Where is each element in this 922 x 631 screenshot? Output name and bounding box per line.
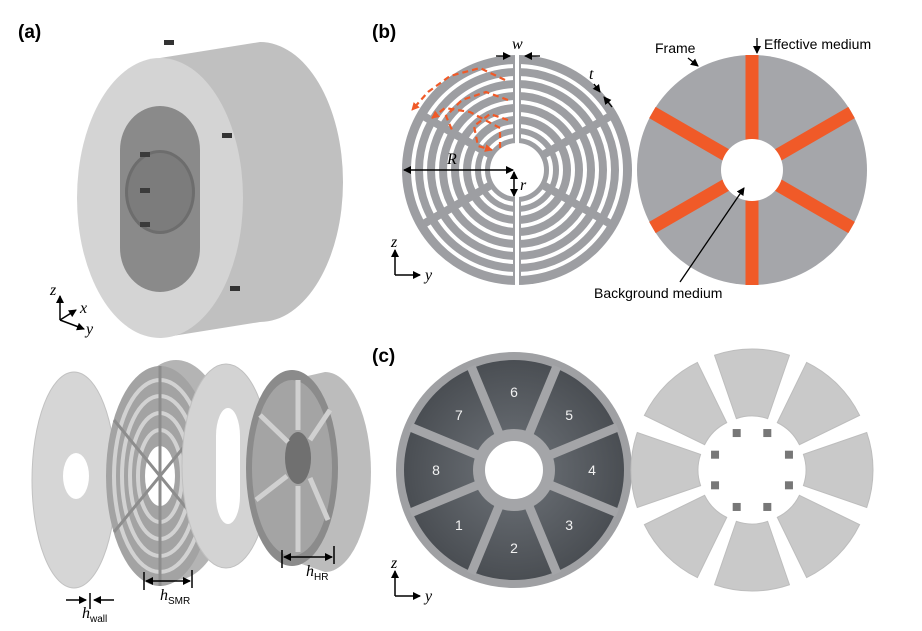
- sector-wall: [524, 364, 562, 437]
- sector-wall: [466, 364, 504, 437]
- axis-y-label-c: y: [423, 588, 433, 605]
- axes-a: z x y: [49, 282, 94, 338]
- sector-segment: [776, 361, 861, 446]
- h-wall-sub: wall: [89, 614, 107, 625]
- sector-segment: [776, 494, 861, 579]
- h-wall-h: h: [82, 605, 90, 622]
- axis-z-label-c: z: [390, 555, 398, 572]
- sector-wall: [547, 480, 620, 518]
- sector-segment: [643, 494, 728, 579]
- sector-number-7: 7: [455, 407, 463, 423]
- axis-z-label-a: z: [49, 282, 57, 299]
- coil-spoke: [540, 110, 616, 159]
- dim-w: w: [496, 36, 540, 60]
- panel-label-a: (a): [18, 22, 41, 43]
- dim-h-wall: hwall: [66, 593, 114, 625]
- frame-label: Frame: [655, 40, 696, 56]
- panel-label-c: (c): [372, 346, 395, 367]
- dim-h-hr: hHR: [281, 546, 335, 583]
- sector-tab: [784, 481, 793, 490]
- sector-tab: [711, 481, 720, 490]
- sector-tab: [732, 502, 741, 511]
- sector-segment: [713, 520, 791, 592]
- h-wall-label: hwall: [82, 605, 107, 625]
- axis-x-label-a: x: [79, 300, 87, 317]
- effective-medium-strip: [649, 106, 732, 162]
- sector-segments: [630, 348, 874, 592]
- sector-tab: [732, 429, 741, 438]
- coil-spoke: [418, 110, 494, 159]
- sector-wall: [524, 503, 562, 576]
- h-hr-label: hHR: [306, 563, 328, 583]
- sector-segment: [713, 348, 791, 420]
- background-medium-hole: [721, 139, 783, 201]
- sector-tab: [763, 502, 772, 511]
- effective-medium-strips: [649, 55, 855, 285]
- coil-spoke: [540, 181, 616, 230]
- sector-wall: [547, 422, 620, 460]
- sector-number-3: 3: [565, 517, 573, 533]
- h-hr-sub: HR: [314, 572, 328, 583]
- sector-wall: [466, 503, 504, 576]
- h-hr-h: h: [306, 563, 314, 580]
- sector-segment: [643, 361, 728, 446]
- dim-h-smr: hSMR: [143, 570, 193, 607]
- t-label: t: [589, 66, 594, 83]
- effective-medium-label: Effective medium: [764, 36, 871, 52]
- axes-b: z y: [390, 234, 433, 284]
- r-label: r: [520, 177, 527, 194]
- sector-number-2: 2: [510, 540, 518, 556]
- frame-arrow: [687, 57, 699, 67]
- sector-tab: [784, 450, 793, 459]
- effective-medium-strip: [772, 106, 855, 162]
- coil-spoke: [418, 181, 494, 230]
- sector-segment: [630, 431, 702, 509]
- h-smr-h: h: [160, 587, 168, 604]
- effective-medium-disk: [637, 55, 867, 285]
- sector-tab: [711, 450, 720, 459]
- sector-number-8: 8: [432, 462, 440, 478]
- panel-label-b: (b): [372, 22, 396, 43]
- axis-y-label-a: y: [84, 321, 94, 338]
- axis-y-label-b: y: [423, 267, 433, 284]
- sector-number-6: 6: [510, 384, 518, 400]
- axis-z-label-b: z: [390, 234, 398, 251]
- h-smr-sub: SMR: [168, 596, 190, 607]
- sector-wall: [408, 480, 481, 518]
- background-medium-label: Background medium: [594, 285, 722, 301]
- background-medium-arrow: [679, 187, 745, 283]
- sector-tab: [763, 429, 772, 438]
- exploded-view: [31, 360, 371, 589]
- effective-medium-strip: [772, 178, 855, 234]
- effective-medium-strip: [649, 178, 732, 234]
- dim-R: R: [403, 151, 514, 174]
- axes-c: z y: [390, 555, 433, 605]
- sector-wall: [408, 422, 481, 460]
- dim-t: t: [589, 66, 613, 108]
- cylinder-assembled: [77, 40, 343, 338]
- h-smr-label: hSMR: [160, 587, 190, 607]
- sector-segment: [802, 431, 874, 509]
- sector-resonator: 6 5 4 3 2 1 8 7: [396, 352, 632, 588]
- dim-r: r: [510, 171, 527, 197]
- sector-number-1: 1: [455, 517, 463, 533]
- sector-number-4: 4: [588, 462, 596, 478]
- R-label: R: [446, 151, 457, 168]
- sector-number-5: 5: [565, 407, 573, 423]
- w-label: w: [512, 36, 523, 53]
